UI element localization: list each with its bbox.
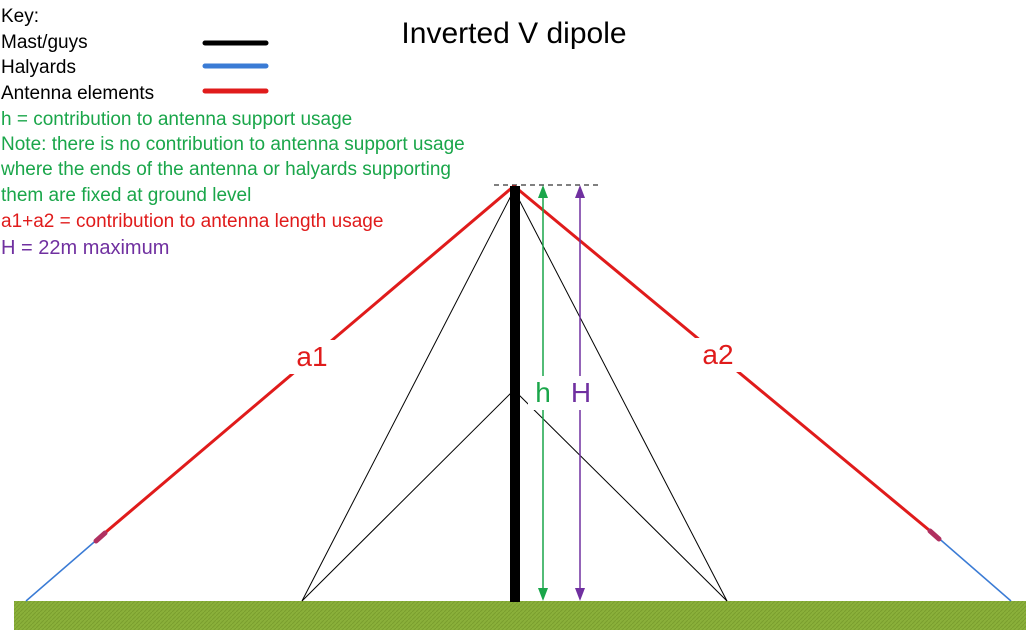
note-line: h = contribution to antenna support usag… (1, 109, 352, 130)
label-a2: a2 (702, 339, 733, 370)
diagram-title: Inverted V dipole (401, 17, 626, 50)
guy-wire-upper-right (513, 189, 728, 602)
mast (510, 186, 520, 602)
note-line: where the ends of the antenna or halyard… (0, 159, 451, 180)
guy-wire-upper-left (301, 189, 515, 602)
label-h: h (535, 377, 551, 408)
label-H: H (571, 377, 591, 408)
insulator-left (93, 530, 108, 544)
key-heading: Key: (1, 6, 39, 27)
note-line: H = 22m maximum (1, 237, 169, 259)
guy-wires (301, 189, 728, 602)
halyard-right (934, 534, 1012, 602)
key-label-antenna: Antenna elements (1, 83, 154, 104)
guy-wire-lower-right (513, 389, 728, 602)
halyard-left (25, 536, 101, 602)
key-label-mast: Mast/guys (1, 32, 88, 53)
label-a1: a1 (296, 341, 327, 372)
note-line: a1+a2 = contribution to antenna length u… (1, 211, 383, 232)
note-line: Note: there is no contribution to antenn… (1, 134, 465, 155)
guy-wire-lower-left (301, 389, 515, 602)
insulator-right (927, 528, 942, 542)
notes: h = contribution to antenna support usag… (0, 109, 465, 259)
key-legend: Key: Mast/guys Halyards Antenna elements (1, 6, 269, 104)
ground (14, 601, 1026, 630)
note-line: them are fixed at ground level (1, 185, 251, 206)
key-label-halyards: Halyards (1, 57, 76, 78)
